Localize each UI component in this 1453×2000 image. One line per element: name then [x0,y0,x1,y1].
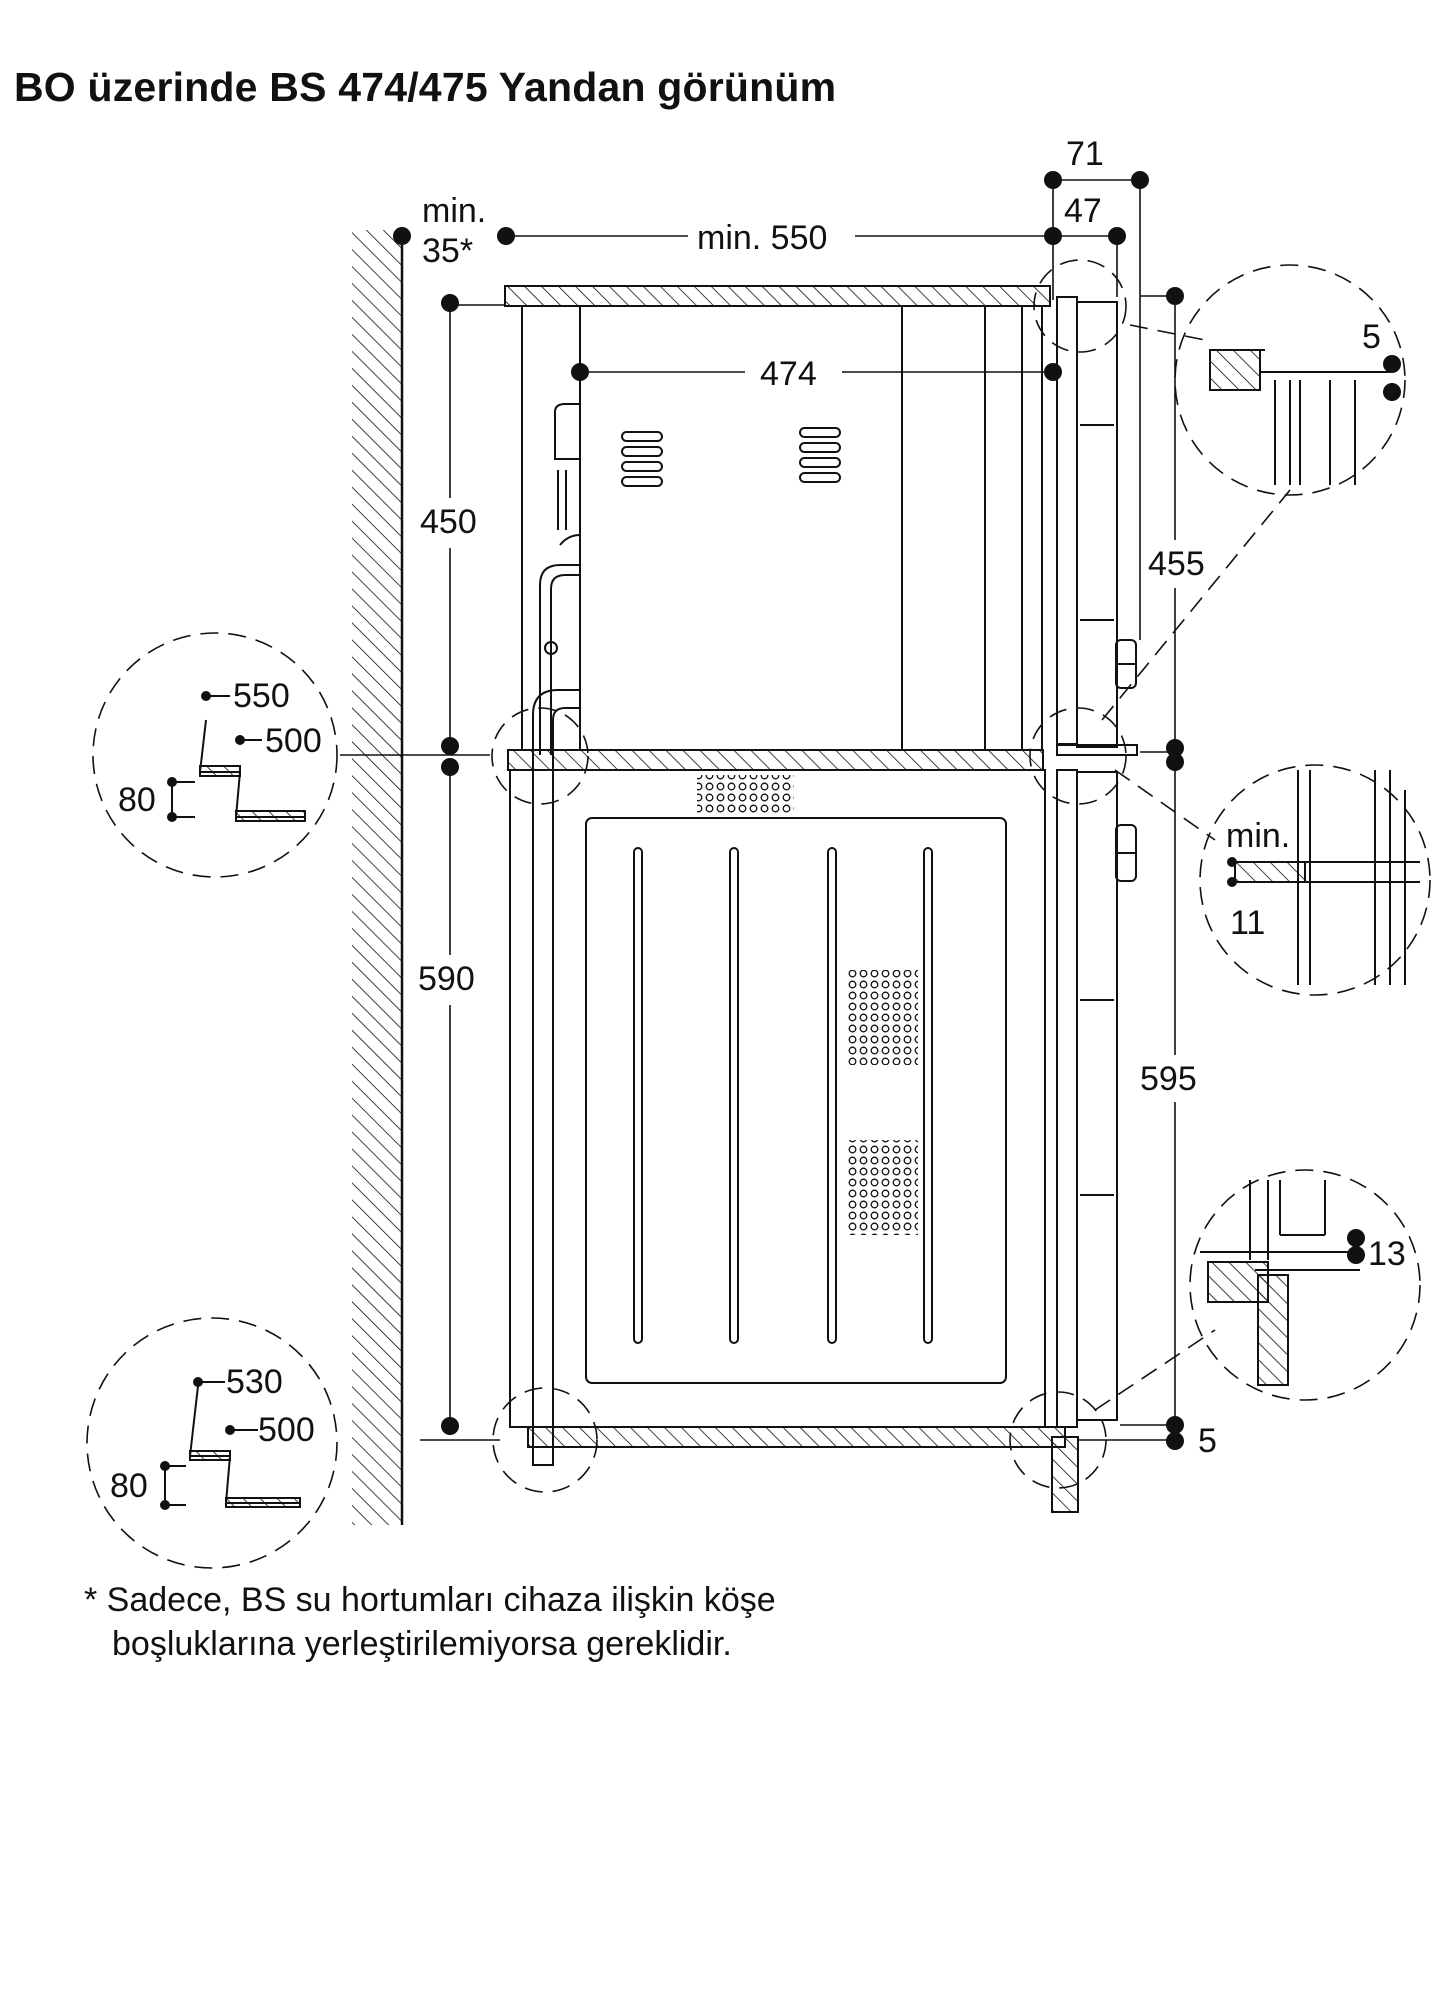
detail-top-right [1209,349,1401,485]
label-detail-mr-line2: 11 [1230,904,1265,942]
label-lower-height: 590 [418,960,475,998]
label-appliance-depth: 474 [760,355,817,393]
back-wall [352,230,404,1525]
dimension-dots [393,171,1184,1450]
detail-middle-left [167,691,306,822]
label-detail-mr-line1: min. [1226,817,1290,855]
plinth [1051,1436,1079,1513]
page-title: BO üzerinde BS 474/475 Yandan görünüm [14,64,837,110]
footnote-line-1: * Sadece, BS su hortumları cihaza ilişki… [84,1581,776,1619]
label-detail-bl-mid: 500 [258,1411,315,1449]
label-front-upper: 455 [1148,545,1205,583]
label-detail-bl-top: 530 [226,1363,283,1401]
label-wall-gap-line1: min. [422,192,486,230]
detail-bottom-right [1200,1180,1365,1386]
label-depth-niche: min. 550 [697,219,827,257]
oven-body [509,769,1046,1428]
label-detail-top-right: 5 [1362,318,1381,356]
label-wall-gap-line2: 35* [422,232,473,270]
vent-slots-left [621,431,663,487]
rear-connector [544,403,581,655]
cabinet-top-shelf [504,285,1051,307]
oven-rails [633,847,933,1344]
label-front-47: 47 [1064,192,1102,230]
label-front-lower: 595 [1140,1060,1197,1098]
label-bottom-gap: 5 [1198,1422,1217,1460]
detail-bottom-left [160,1377,301,1510]
oven-door [1056,769,1137,1428]
label-detail-ml-height: 80 [118,781,156,819]
front-spacer [1056,744,1138,756]
water-hose [532,564,580,1466]
vent-slots-right [799,427,841,483]
label-front-71: 71 [1066,135,1104,173]
label-detail-bl-height: 80 [110,1467,148,1505]
detail-middle-right [1227,770,1420,985]
detail-callout-rings [86,259,1431,1569]
cabinet-bottom-shelf [527,1426,1066,1448]
label-detail-ml-mid: 500 [265,722,322,760]
label-detail-ml-top: 550 [233,677,290,715]
steam-oven-door [1056,296,1137,748]
label-upper-height: 450 [420,503,477,541]
footnote-line-2: boşluklarına yerleştirilemiyorsa gerekli… [112,1625,732,1663]
label-detail-bottom-right: 13 [1368,1235,1406,1273]
footnote: * Sadece, BS su hortumları cihaza ilişki… [84,1578,776,1666]
